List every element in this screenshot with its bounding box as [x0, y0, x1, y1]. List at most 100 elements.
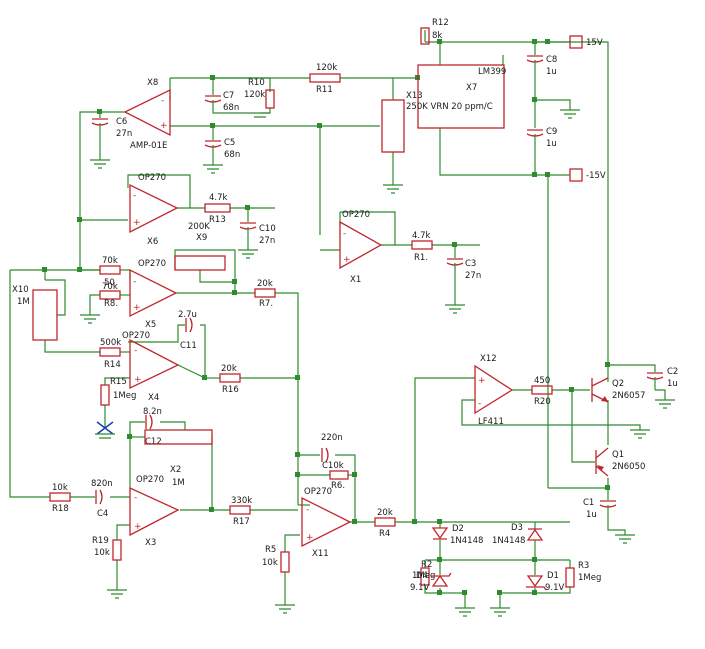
r1-ref: R1.: [414, 253, 428, 263]
c9-value: 1u: [546, 139, 557, 149]
supply-terminal-negative: -15V: [569, 168, 606, 182]
resistor-r1: 4.7k R1.: [411, 231, 433, 263]
c12-ref: C12: [145, 437, 162, 447]
r3-value: 1Meg: [578, 573, 601, 583]
ground-symbol: [238, 249, 258, 259]
resistor-r15: R15 1Meg: [100, 377, 136, 406]
r8-ref: R8.: [104, 299, 118, 309]
r16-value: 20k: [221, 364, 237, 374]
ground-symbol: [80, 314, 100, 324]
r1-value: 4.7k: [412, 231, 431, 241]
resistor-r3: R3 1Meg: [565, 561, 601, 588]
capacitor-c9: C9 1u: [526, 127, 557, 150]
x10-ref: X10: [12, 285, 29, 295]
supply-positive-label: 15V: [586, 38, 603, 48]
capacitor-c2: C2 1u: [646, 367, 678, 390]
x5-pin-minus: -: [133, 277, 136, 287]
x6-pin-minus: -: [133, 191, 136, 201]
x11-value: OP270: [304, 487, 332, 497]
ground-symbol: [203, 164, 223, 174]
zener-diode-d1: D1 9.1V: [526, 571, 565, 593]
x10-value: 1M: [17, 297, 30, 307]
ground-symbol: [250, 112, 270, 118]
resistor-r17: 330k R17: [229, 496, 252, 527]
r5-value: 10k: [262, 558, 278, 568]
d2-value: 1N4148: [450, 536, 483, 546]
r18-ref: R18: [52, 504, 69, 514]
c10-value: 27n: [259, 236, 275, 246]
r8-value: 70k: [102, 282, 118, 292]
r50-value: 70k: [102, 256, 118, 266]
c11-value: 2.7u: [178, 310, 197, 320]
ground-symbol: [490, 607, 510, 617]
r13-ref: R13: [209, 215, 226, 225]
reference-lm399-x7: LM399 X7: [417, 64, 506, 129]
ground-symbol: [455, 607, 475, 617]
c7-value: 68n: [223, 103, 239, 113]
r12-ref: R12: [432, 18, 449, 28]
x2-value: 1M: [172, 478, 185, 488]
capacitor-c10: C10 27n: [239, 222, 276, 246]
x4-value: OP270: [122, 331, 150, 341]
c9-ref: C9: [546, 127, 557, 137]
r12-value: 8k: [432, 31, 442, 41]
transistor-q1: Q1 2N6050: [595, 447, 645, 477]
r20-ref: R20: [534, 397, 551, 407]
x11-pin-minus: -: [306, 505, 309, 515]
opamp-x1: - + OP270 X1: [339, 210, 383, 285]
r7-value: 20k: [257, 279, 273, 289]
x5-pin-plus: +: [133, 303, 141, 313]
r3-ref: R3: [578, 561, 589, 571]
d1-ref: D1: [547, 571, 559, 581]
x3-pin-plus: +: [134, 522, 142, 532]
resistor-r13: 4.7k R13: [204, 193, 231, 225]
resistor-r19: R19 10k: [92, 536, 122, 561]
d1-value: 9.1V: [545, 583, 565, 593]
r14-value: 500k: [100, 338, 121, 348]
x1-value: OP270: [342, 210, 370, 220]
x11-ref: X11: [312, 549, 329, 559]
r16-ref: R16: [222, 385, 239, 395]
ground-symbol: [630, 429, 650, 439]
opamp-x3: - + OP270 X3: [129, 475, 180, 548]
ground-symbol: [560, 109, 580, 119]
ground-symbol: [615, 534, 635, 544]
resistor-r10: R10 120k: [244, 78, 275, 109]
ground-symbol: [90, 159, 110, 169]
ground-symbols: [80, 109, 675, 617]
resistor-r20: 450 R20: [531, 376, 553, 407]
zener-diode-d4: D4 9.1V: [410, 571, 452, 593]
r15-value: 1Meg: [113, 391, 136, 401]
x9-ref: X9: [196, 233, 207, 243]
r11-value: 120k: [316, 63, 337, 73]
resistor-r5: R5 10k: [262, 545, 290, 573]
resistor-r7: 20k R7.: [254, 279, 276, 309]
opamp-x5: - + OP270 X5: [129, 259, 178, 330]
capacitor-c7: C7 68n: [204, 91, 250, 114]
ground-symbol: [383, 184, 403, 194]
resistor-r6: R6.: [329, 470, 349, 491]
marker-x-symbol: [95, 421, 115, 439]
capacitor-c13: 220n C10k: [321, 433, 344, 471]
r17-value: 330k: [231, 496, 252, 506]
x12-value: LF411: [478, 417, 504, 427]
c1-ref: C1: [583, 498, 594, 508]
c2-value: 1u: [667, 379, 678, 389]
x9-value: 200K: [188, 222, 210, 232]
x4-pin-plus: +: [134, 375, 142, 385]
capacitor-c8: C8 1u: [526, 55, 557, 78]
ground-symbol: [107, 589, 127, 599]
resistor-r2: R2 1Meg: [412, 560, 435, 586]
r17-ref: R17: [233, 517, 250, 527]
supply-terminal-positive: 15V: [569, 35, 603, 49]
opamp-x11: - + OP270 X11: [301, 487, 352, 559]
r2-value: 1Meg: [412, 571, 435, 581]
ground-symbol: [655, 399, 675, 409]
c3-ref: C3: [465, 259, 476, 269]
resistor-r4: 20k R4: [374, 508, 396, 539]
x4-pin-minus: -: [134, 346, 137, 356]
opamp-x6: - + OP270 X6: [129, 173, 179, 247]
x12-pin-minus: -: [478, 399, 481, 409]
x1-ref: X1: [350, 275, 361, 285]
r14-ref: R14: [104, 360, 121, 370]
